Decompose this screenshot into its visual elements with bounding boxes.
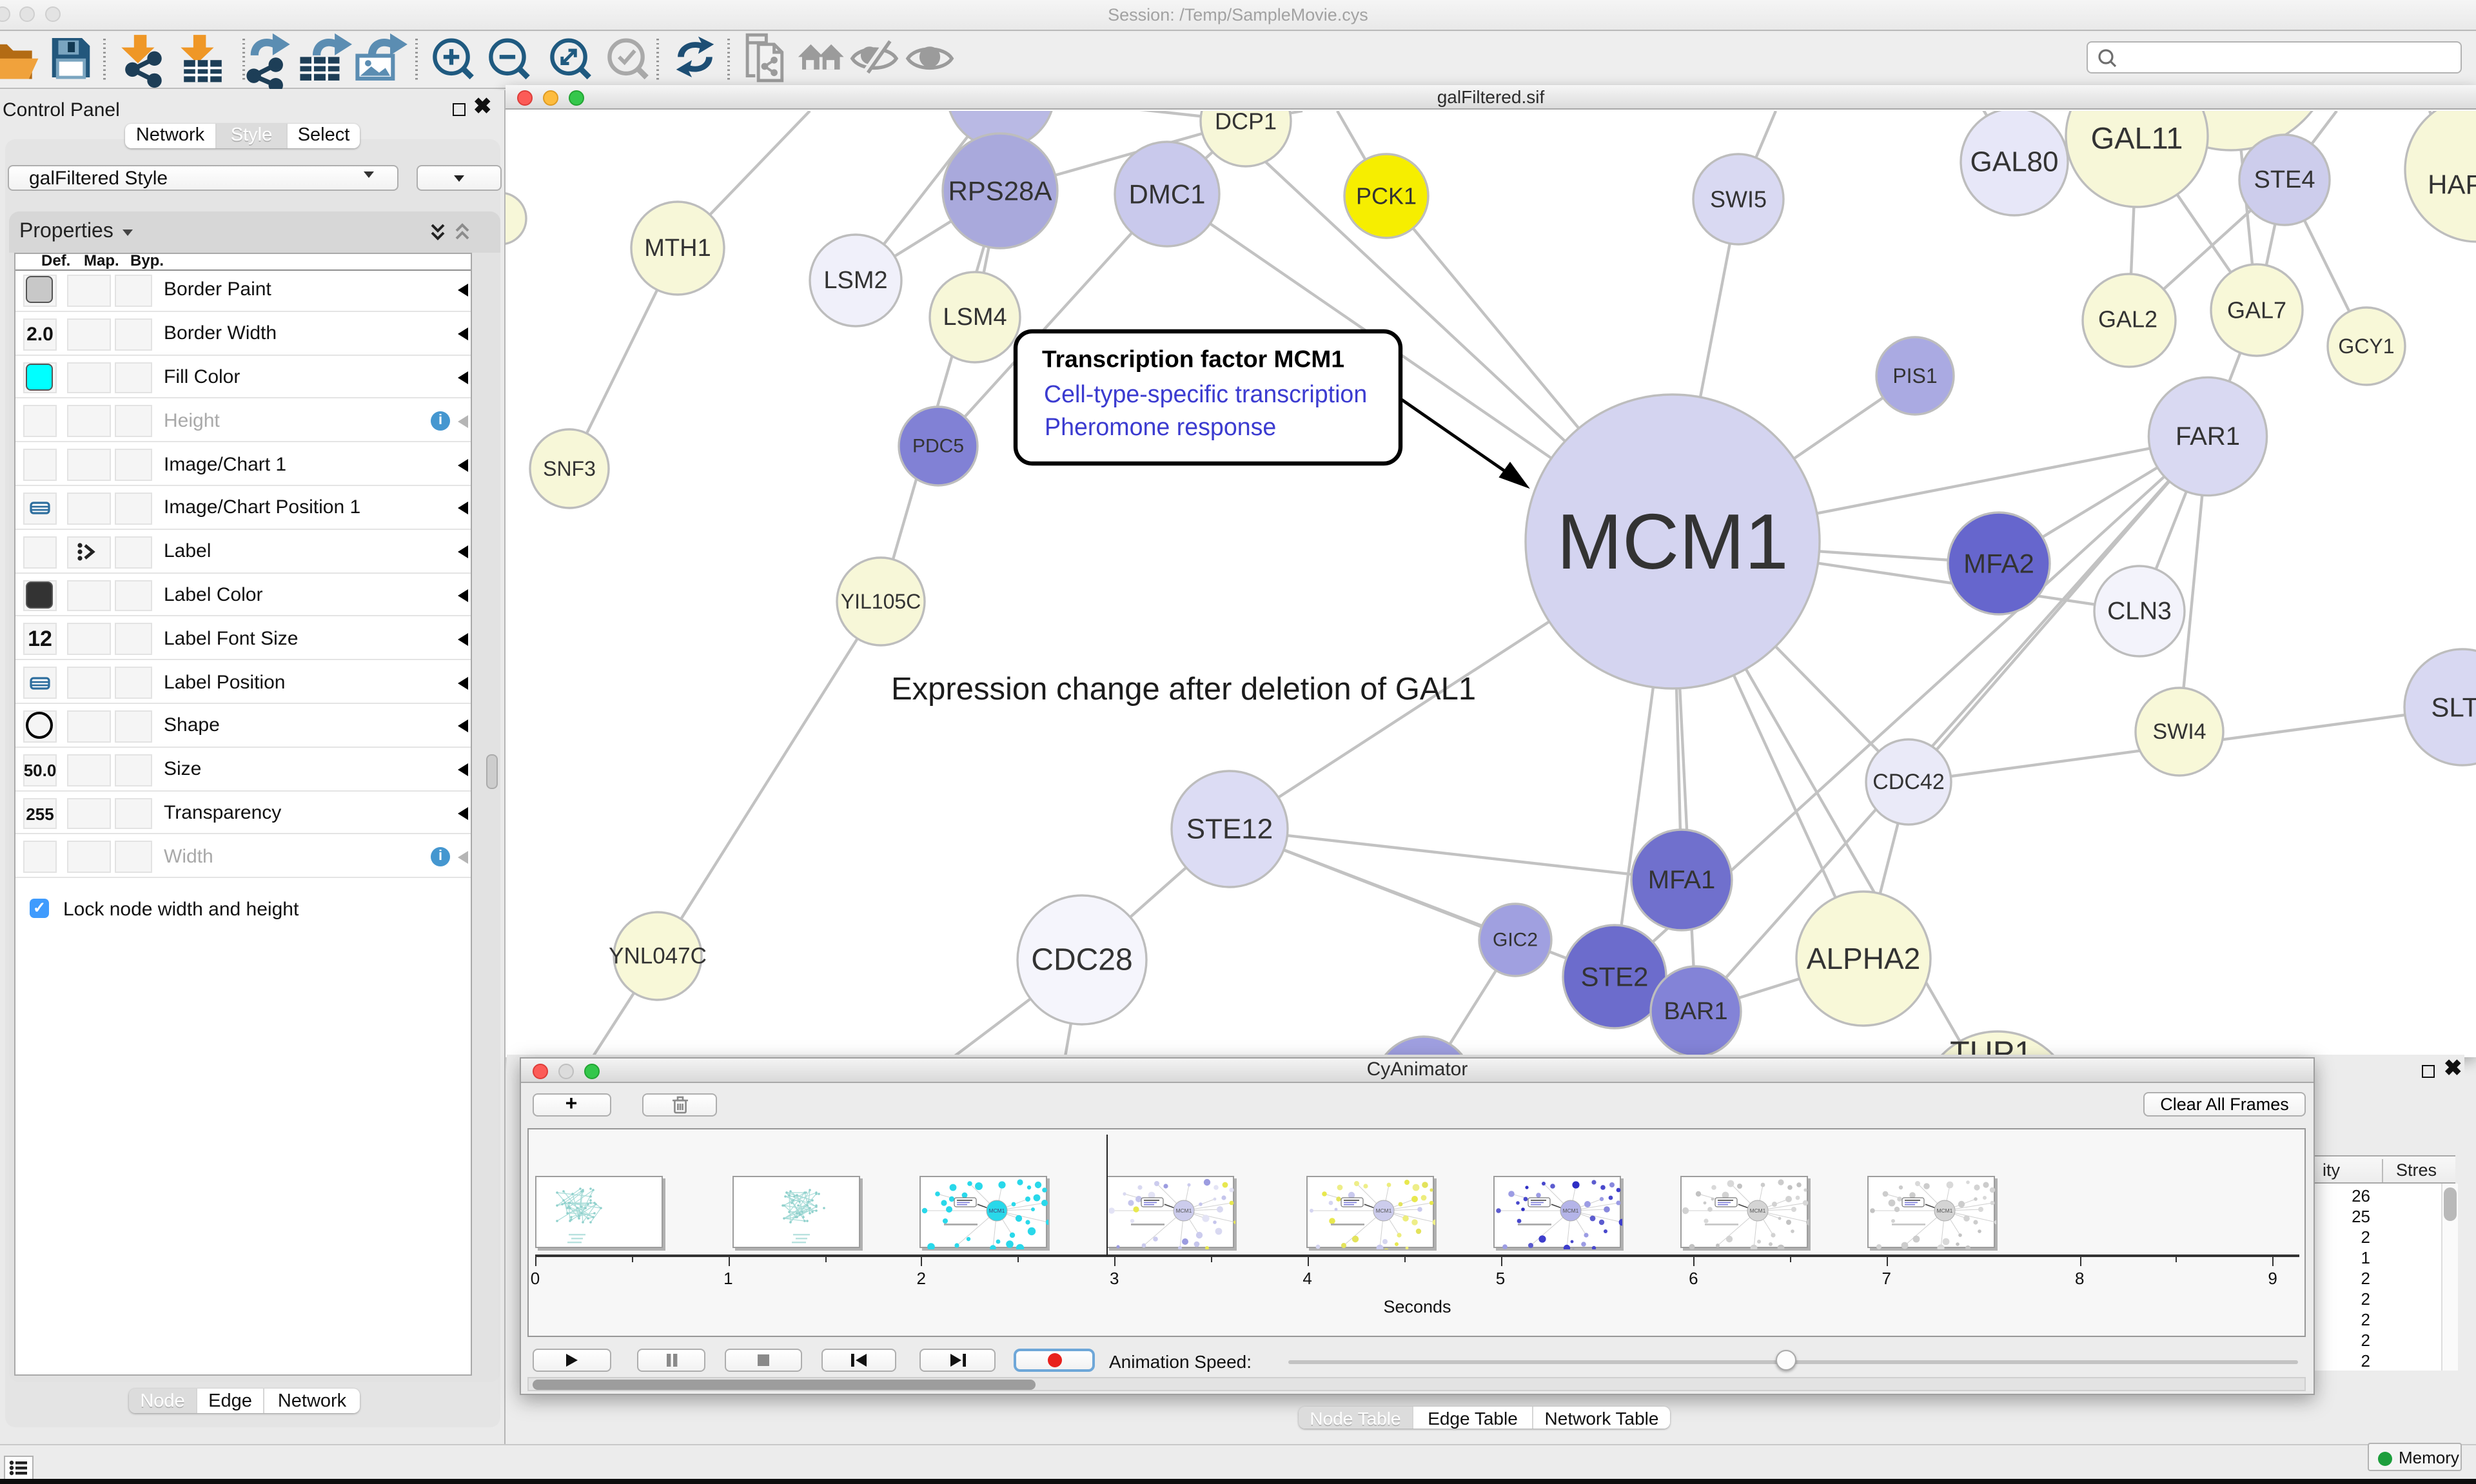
svg-text:GAL11: GAL11 [2091,121,2183,155]
svg-text:GAL2: GAL2 [2098,306,2157,332]
svg-text:HAP2: HAP2 [2428,169,2476,199]
svg-text:MCM1: MCM1 [1563,1207,1579,1214]
svg-text:PCK1: PCK1 [1356,182,1417,209]
svg-text:TUP1: TUP1 [1950,1034,2032,1057]
svg-text:YNL047C: YNL047C [609,943,707,968]
svg-text:MFA1: MFA1 [1648,865,1715,893]
svg-text:STE4: STE4 [2254,166,2315,193]
svg-text:DCP1: DCP1 [1215,110,1277,134]
svg-text:MFA2: MFA2 [1963,548,2034,578]
svg-text:GAL80: GAL80 [1970,146,2059,177]
svg-text:CDC42: CDC42 [1872,769,1944,794]
svg-text:CLN3: CLN3 [2107,597,2172,625]
svg-text:RPS28A: RPS28A [948,175,1052,206]
svg-text:MCM1: MCM1 [989,1207,1005,1214]
svg-text:BAR1: BAR1 [1664,997,1727,1024]
svg-text:LSM2: LSM2 [823,266,887,293]
svg-text:DMC1: DMC1 [1128,179,1205,209]
svg-text:STE12: STE12 [1186,813,1273,845]
svg-text:SWI5: SWI5 [1710,186,1767,212]
svg-text:MCM1: MCM1 [1376,1207,1392,1214]
svg-text:Cell-type-specific transcripti: Cell-type-specific transcription [1044,380,1367,407]
svg-text:Transcription factor MCM1: Transcription factor MCM1 [1042,344,1344,371]
svg-text:MCM1: MCM1 [1750,1207,1766,1214]
svg-text:Expression change after deleti: Expression change after deletion of GAL1 [891,671,1476,706]
svg-text:GCY1: GCY1 [2338,334,2394,357]
svg-text:YIL105C: YIL105C [841,589,921,612]
svg-text:ALPHA2: ALPHA2 [1807,941,1920,975]
svg-text:FAR1: FAR1 [2176,422,2240,450]
svg-text:MCM1: MCM1 [1557,497,1788,585]
svg-text:GIC2: GIC2 [1493,929,1538,950]
svg-text:SNF3: SNF3 [543,456,596,480]
svg-text:PDC5: PDC5 [912,435,964,456]
svg-text:SWI4: SWI4 [2152,719,2206,743]
svg-text:CDC28: CDC28 [1031,942,1132,977]
svg-text:PIS1: PIS1 [1892,364,1937,387]
svg-text:GAL7: GAL7 [2227,297,2286,323]
svg-text:Pheromone response: Pheromone response [1045,413,1276,440]
svg-text:MTH1: MTH1 [644,234,711,261]
svg-text:MCM1: MCM1 [1176,1207,1192,1214]
svg-text:SLT2: SLT2 [2431,692,2476,722]
svg-text:LSM4: LSM4 [943,303,1007,330]
svg-text:STE2: STE2 [1580,961,1648,991]
svg-text:MCM1: MCM1 [1937,1207,1953,1214]
